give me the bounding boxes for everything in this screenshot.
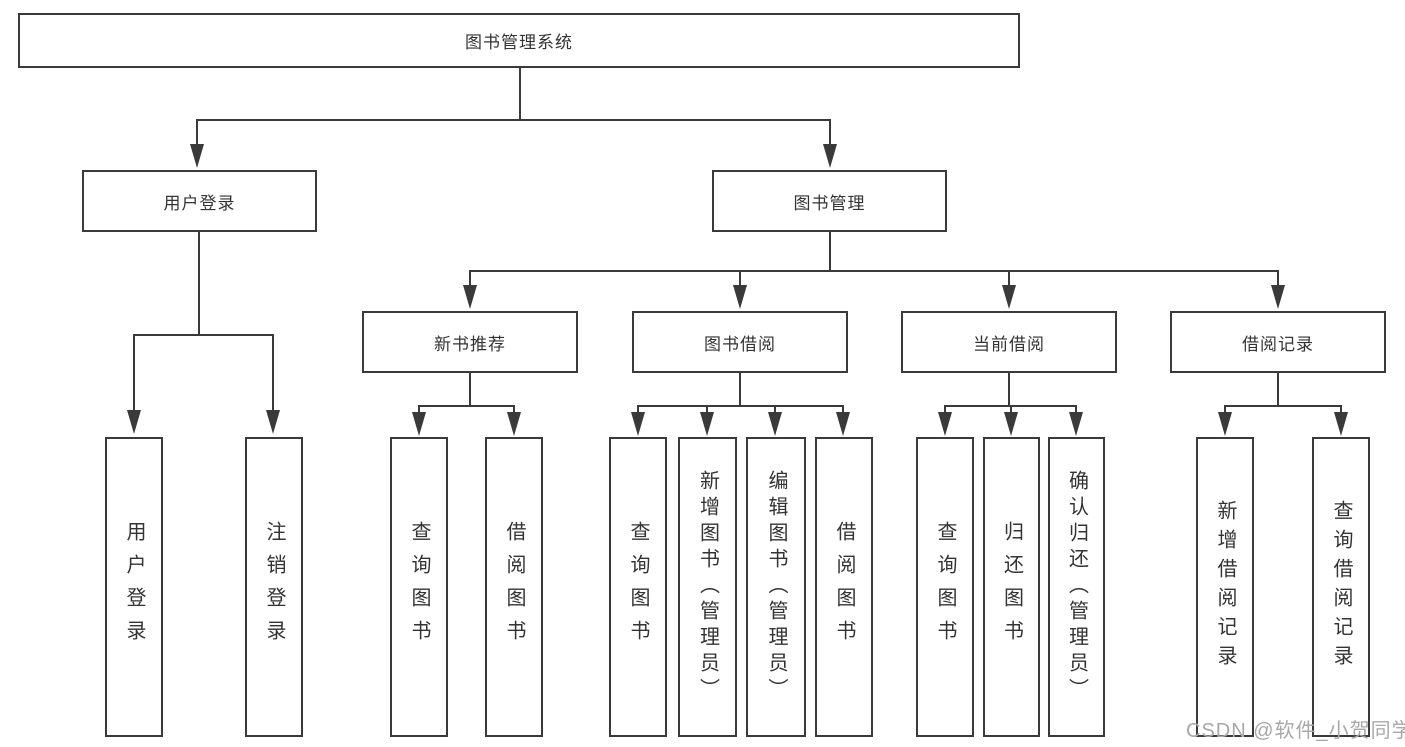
leaf-query-books-3: 查询图书 bbox=[916, 437, 974, 737]
arrowhead-down-icon bbox=[507, 412, 521, 436]
leaf-return-books: 归还图书 bbox=[983, 437, 1040, 737]
leaf-label: 借阅图书 bbox=[833, 521, 855, 653]
connector-root-stem bbox=[519, 67, 521, 121]
leaf-label: 注销登录 bbox=[263, 521, 285, 653]
arrowhead-down-icon bbox=[1218, 412, 1232, 436]
leaf-label: 新增图书（管理员） bbox=[696, 470, 719, 704]
connector-stem bbox=[1224, 405, 1226, 417]
node-label: 图书借阅 bbox=[704, 334, 776, 354]
connector-stem bbox=[842, 405, 844, 417]
connector-stem bbox=[513, 405, 515, 417]
leaf-label: 用户登录 bbox=[123, 521, 145, 653]
leaf-query-books-1: 查询图书 bbox=[390, 437, 448, 737]
leaf-label: 查询图书 bbox=[934, 521, 956, 653]
node-user-login: 用户登录 bbox=[82, 170, 317, 232]
leaf-add-books-admin: 新增图书（管理员） bbox=[678, 437, 737, 737]
connector-stem bbox=[637, 405, 639, 417]
leaf-query-books-2: 查询图书 bbox=[609, 437, 667, 737]
arrowhead-down-icon bbox=[190, 144, 204, 168]
connector-stem bbox=[133, 334, 135, 414]
leaf-confirm-return-admin: 确认归还（管理员） bbox=[1048, 437, 1105, 737]
leaf-borrow-books-2: 借阅图书 bbox=[815, 437, 873, 737]
node-root: 图书管理系统 bbox=[18, 13, 1020, 68]
leaf-label: 确认归还（管理员） bbox=[1065, 470, 1088, 704]
arrowhead-down-icon bbox=[1004, 412, 1018, 436]
connector-stem bbox=[706, 405, 708, 417]
connector-stem bbox=[272, 334, 274, 414]
arrowhead-down-icon bbox=[938, 412, 952, 436]
arrowhead-down-icon bbox=[1002, 285, 1016, 309]
leaf-query-borrow-record: 查询借阅记录 bbox=[1312, 437, 1370, 737]
connector-stem bbox=[1008, 270, 1010, 292]
leaf-edit-books-admin: 编辑图书（管理员） bbox=[746, 437, 806, 737]
node-label: 借阅记录 bbox=[1242, 334, 1314, 354]
connector-stem bbox=[1340, 405, 1342, 417]
connector-rail bbox=[637, 405, 844, 407]
connector-stem bbox=[469, 270, 471, 292]
connector-level1-rail bbox=[196, 119, 831, 121]
node-current-borrowing: 当前借阅 bbox=[901, 311, 1117, 373]
arrowhead-down-icon bbox=[266, 410, 280, 434]
node-new-book-recommend: 新书推荐 bbox=[362, 311, 578, 373]
connector-stem bbox=[739, 373, 741, 407]
connector-rail bbox=[1224, 405, 1342, 407]
arrowhead-down-icon bbox=[733, 285, 747, 309]
connector-stem bbox=[829, 232, 831, 272]
connector-stem bbox=[1277, 373, 1279, 407]
node-book-borrowing: 图书借阅 bbox=[632, 311, 848, 373]
connector-stem bbox=[1008, 373, 1010, 407]
leaf-logout: 注销登录 bbox=[245, 437, 303, 737]
leaf-user-login: 用户登录 bbox=[105, 437, 163, 737]
node-book-management: 图书管理 bbox=[712, 170, 947, 232]
node-label: 用户登录 bbox=[163, 193, 236, 213]
arrowhead-down-icon bbox=[463, 285, 477, 309]
arrowhead-down-icon bbox=[768, 412, 782, 436]
node-label: 新书推荐 bbox=[434, 334, 506, 354]
connector-rail bbox=[133, 334, 274, 336]
connector-stem bbox=[469, 373, 471, 407]
node-label: 当前借阅 bbox=[973, 334, 1045, 354]
arrowhead-down-icon bbox=[700, 412, 714, 436]
leaf-label: 新增借阅记录 bbox=[1214, 500, 1236, 674]
arrowhead-down-icon bbox=[1069, 412, 1083, 436]
connector-stem bbox=[1010, 405, 1012, 417]
connector-stem bbox=[196, 119, 198, 149]
csdn-watermark: CSDN @软件_小贺同学 bbox=[1186, 720, 1405, 742]
leaf-label: 查询图书 bbox=[627, 521, 649, 653]
leaf-add-borrow-record: 新增借阅记录 bbox=[1196, 437, 1254, 737]
arrowhead-down-icon bbox=[1271, 285, 1285, 309]
connector-stem bbox=[829, 119, 831, 149]
connector-stem bbox=[1277, 270, 1279, 292]
arrowhead-down-icon bbox=[823, 144, 837, 168]
leaf-label: 查询图书 bbox=[408, 521, 430, 653]
connector-stem bbox=[1075, 405, 1077, 417]
connector-stem bbox=[198, 232, 200, 336]
connector-stem bbox=[739, 270, 741, 292]
connector-rail bbox=[418, 405, 515, 407]
arrowhead-down-icon bbox=[836, 412, 850, 436]
arrowhead-down-icon bbox=[1334, 412, 1348, 436]
connector-stem bbox=[418, 405, 420, 417]
connector-stem bbox=[944, 405, 946, 417]
leaf-label: 编辑图书（管理员） bbox=[765, 470, 787, 704]
leaf-label: 查询借阅记录 bbox=[1330, 500, 1352, 674]
node-borrowing-records: 借阅记录 bbox=[1170, 311, 1386, 373]
arrowhead-down-icon bbox=[412, 412, 426, 436]
leaf-label: 借阅图书 bbox=[503, 521, 525, 653]
node-label: 图书管理 bbox=[793, 193, 866, 213]
leaf-label: 归还图书 bbox=[1000, 521, 1023, 653]
connector-rail bbox=[469, 270, 1279, 272]
arrowhead-down-icon bbox=[631, 412, 645, 436]
leaf-borrow-books-1: 借阅图书 bbox=[485, 437, 543, 737]
connector-stem bbox=[774, 405, 776, 417]
node-root-label: 图书管理系统 bbox=[465, 33, 573, 52]
arrowhead-down-icon bbox=[127, 410, 141, 434]
